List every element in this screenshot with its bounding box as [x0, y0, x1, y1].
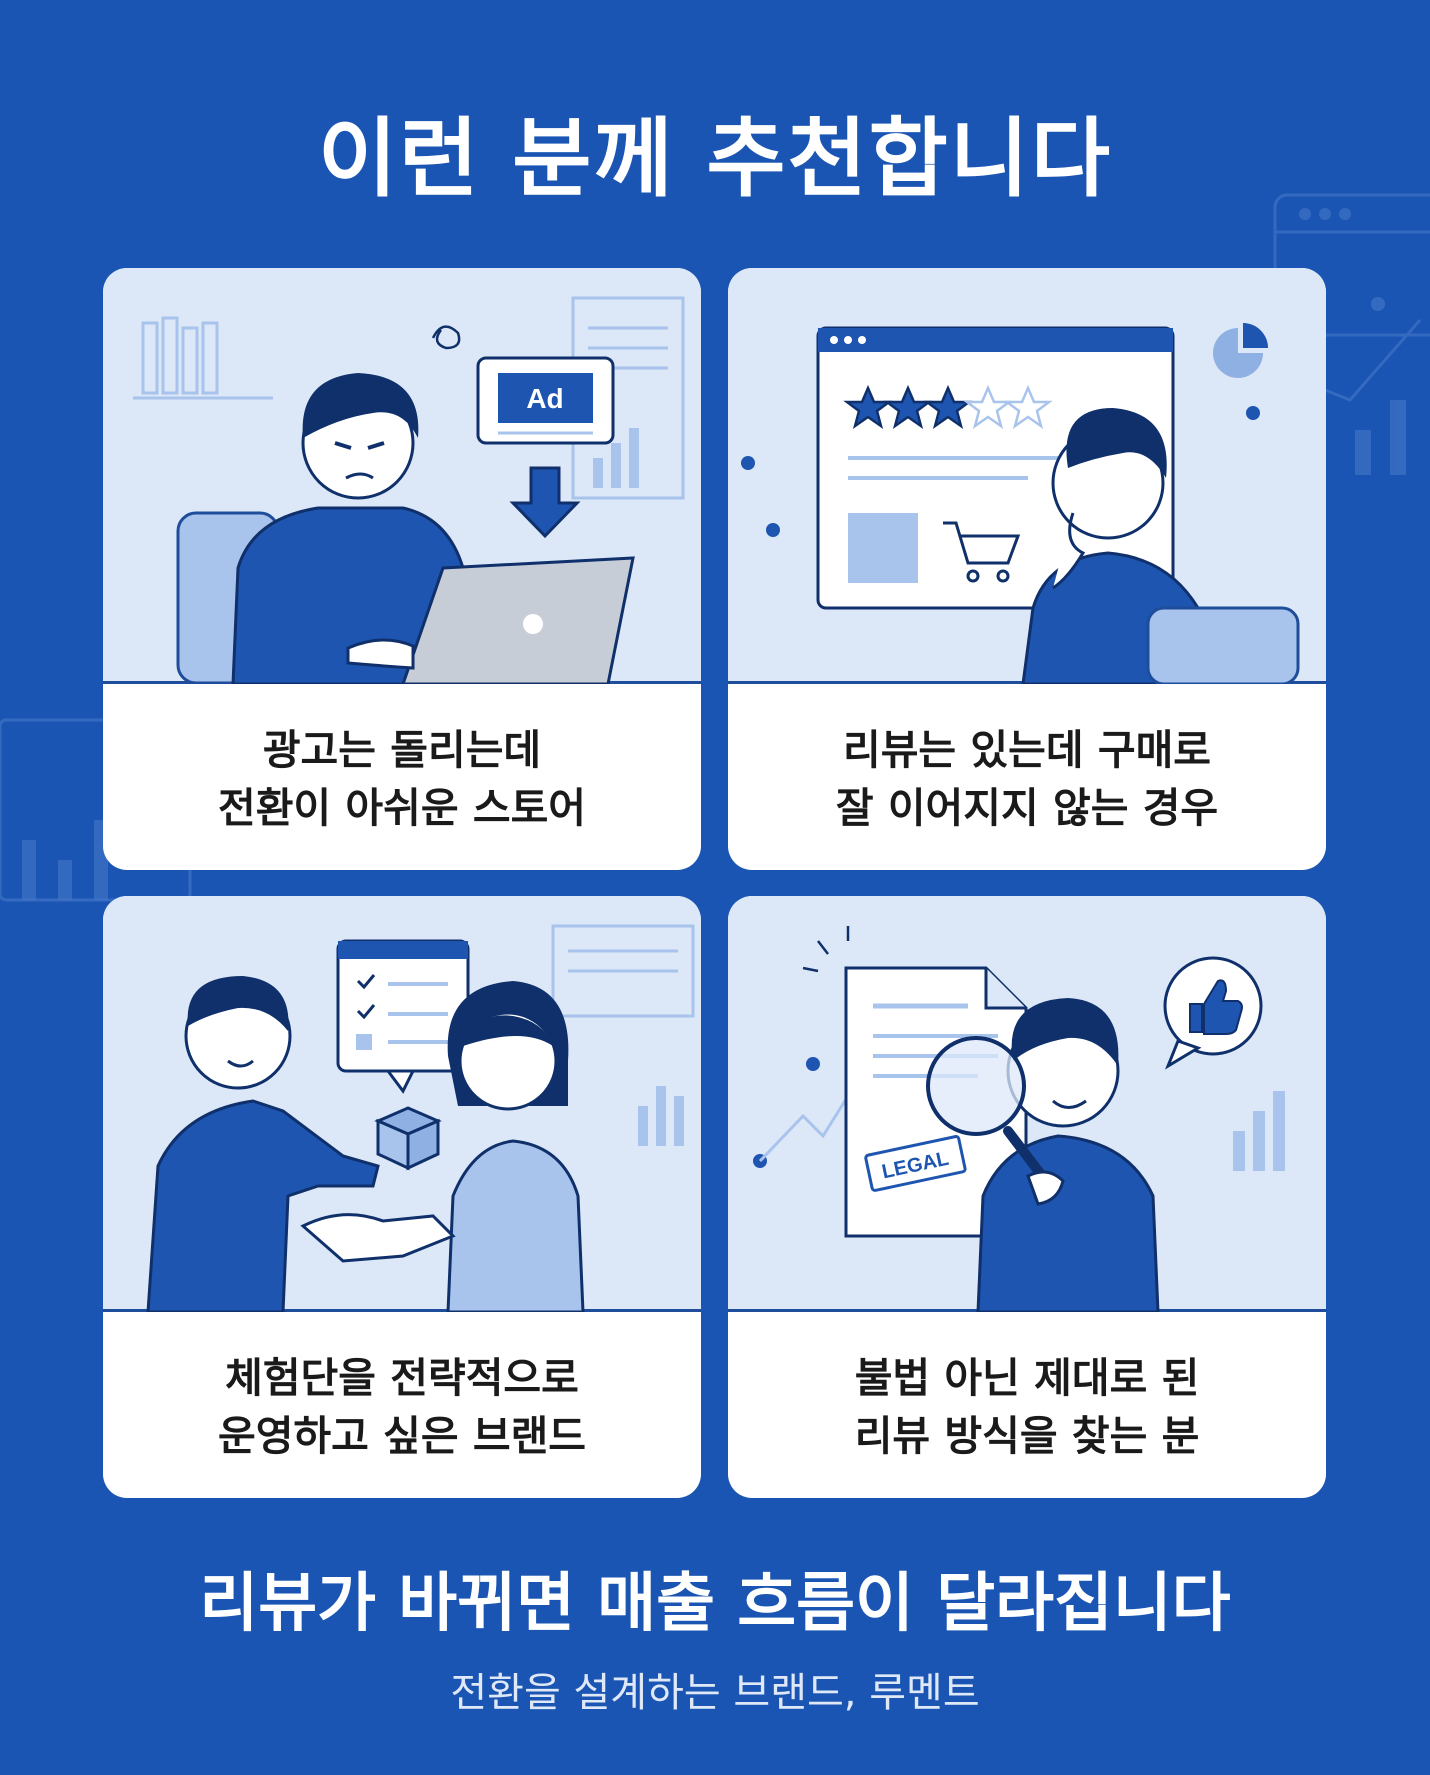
card-caption: 리뷰는 있는데 구매로 잘 이어지지 않는 경우: [728, 687, 1326, 870]
package-icon: [374, 1106, 442, 1171]
thinking-review-stars-illustration: [728, 268, 1326, 684]
recommend-card-ads: Ad 광고는 돌리는데 전환이 아쉬운 스토어: [103, 268, 701, 870]
ad-label: Ad: [526, 383, 563, 414]
recommend-card-reviews: 리뷰는 있는데 구매로 잘 이어지지 않는 경우: [728, 268, 1326, 870]
card-caption-line1: 체험단을 전략적으로: [225, 1353, 579, 1402]
card-caption-line2: 운영하고 싶은 브랜드: [217, 1411, 587, 1460]
page-title: 이런 분께 추천합니다: [318, 109, 1112, 209]
rating-stars: [843, 384, 1053, 429]
card-caption-line1: 불법 아닌 제대로 된: [854, 1353, 1200, 1402]
card-caption-line2: 전환이 아쉬운 스토어: [217, 783, 587, 832]
frustrated-laptop-ad-illustration: Ad: [103, 268, 701, 684]
thumbs-up-icon: [1163, 956, 1263, 1070]
shopping-cart-icon: [943, 521, 1021, 583]
card-caption-line1: 광고는 돌리는데: [262, 725, 542, 774]
brand-tagline: 전환을 설계하는 브랜드, 루멘트: [450, 1670, 980, 1716]
magnifier-legal-document-illustration: LEGAL: [728, 896, 1326, 1312]
card-caption: 광고는 돌리는데 전환이 아쉬운 스토어: [103, 687, 701, 870]
card-caption-line2: 잘 이어지지 않는 경우: [835, 783, 1219, 832]
card-caption-line2: 리뷰 방식을 찾는 분: [854, 1411, 1200, 1460]
card-caption: 체험단을 전략적으로 운영하고 싶은 브랜드: [103, 1315, 701, 1498]
headline: 리뷰가 바뀌면 매출 흐름이 달라집니다: [199, 1567, 1231, 1641]
card-caption: 불법 아닌 제대로 된 리뷰 방식을 찾는 분: [728, 1315, 1326, 1498]
card-caption-line1: 리뷰는 있는데 구매로: [842, 725, 1212, 774]
handshake-package-illustration: [103, 896, 701, 1312]
recommend-card-legal-review: LEGAL 불법 아닌 제대로 된: [728, 896, 1326, 1498]
recommend-card-experience-group: 체험단을 전략적으로 운영하고 싶은 브랜드: [103, 896, 701, 1498]
